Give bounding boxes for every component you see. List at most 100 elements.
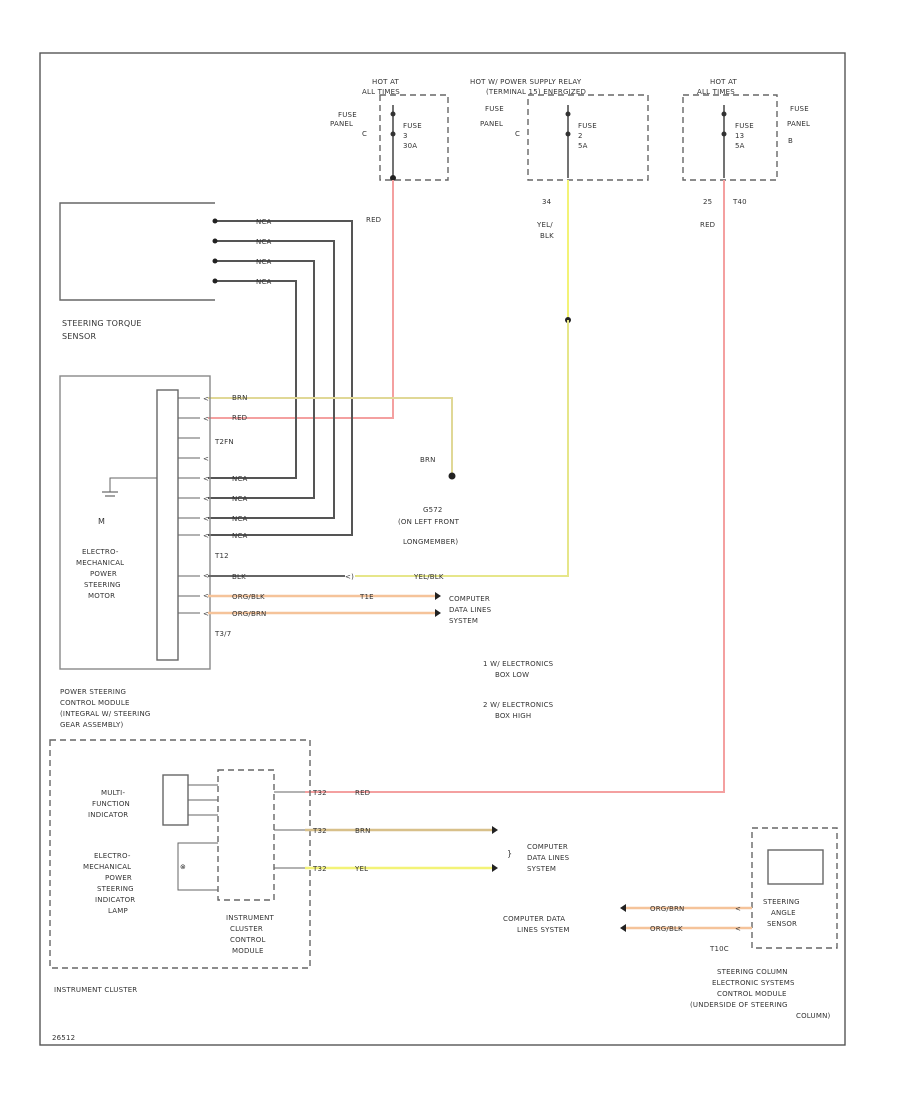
lamp-label-2: MECHANICAL	[83, 863, 131, 871]
svg-text:<: <	[203, 395, 209, 403]
hot-label-1: HOT AT	[372, 78, 400, 86]
fuse-mid-3: 5A	[578, 142, 588, 150]
hot-right-1: HOT AT	[710, 78, 738, 86]
wire-red-30a	[208, 180, 394, 419]
fuse-right-2: 13	[735, 132, 744, 140]
note-2-a: 2 W/ ELECTRONICS	[483, 701, 554, 709]
motor-label-4: STEERING	[84, 581, 121, 589]
nca-3: NCA	[256, 258, 272, 266]
mfi-label-1: MULTI-	[101, 789, 125, 797]
sas-label-1: STEERING	[763, 898, 800, 906]
motor-wire-orgbrn: ORG/BRN	[232, 610, 266, 618]
note-2-b: BOX HIGH	[495, 712, 531, 720]
fuse-label-1: FUSE	[403, 122, 422, 130]
scm-label-4: (UNDERSIDE OF STEERING	[690, 1001, 788, 1009]
hot-mid-2: (TERMINAL 15) ENERGIZED	[486, 88, 586, 96]
data-lines-2-b: DATA LINES	[527, 854, 570, 862]
scm-label-5: COLUMN)	[796, 1012, 831, 1020]
svg-text:<: <	[203, 415, 209, 423]
scm-label-3: CONTROL MODULE	[717, 990, 787, 998]
pscm-label-4: GEAR ASSEMBLY)	[60, 721, 124, 729]
sas-wire-2: ORG/BLK	[650, 925, 683, 933]
pin-34: 34	[542, 198, 552, 206]
fuse-panel-c-left: HOT AT ALL TIMES FUSE PANEL C FUSE 3 30A	[330, 78, 449, 181]
cluster-control-module-box	[217, 769, 275, 901]
wire-red-5a	[305, 180, 725, 793]
svg-text:⊗: ⊗	[180, 863, 186, 871]
panel-right-2: PANEL	[787, 120, 810, 128]
diagram-frame	[39, 52, 846, 1046]
sas-wire-1: ORG/BRN	[650, 905, 684, 913]
motor-nca-3: NCA	[232, 515, 248, 523]
panel-right-1: FUSE	[790, 105, 809, 113]
cluster-pin-3: T32	[312, 865, 327, 873]
fuse-mid-1: FUSE	[578, 122, 597, 130]
motor-t1e: T1E	[359, 593, 374, 601]
panel-mid-2: PANEL	[480, 120, 503, 128]
cluster-wire-yel: YEL	[354, 865, 368, 873]
ctrl-label-3: CONTROL	[230, 936, 266, 944]
fuse-panel-b-right: HOT AT ALL TIMES FUSE PANEL B FUSE 13 5A…	[682, 78, 810, 229]
hot-right-2: ALL TIMES	[697, 88, 735, 96]
motor-wire-blk: BLK	[232, 573, 246, 581]
ctrl-label-4: MODULE	[232, 947, 264, 955]
svg-text:<: <	[203, 592, 209, 600]
motor-label-3: POWER	[90, 570, 117, 578]
conn-t10c: T10C	[709, 945, 729, 953]
steering-column-module-box	[751, 827, 838, 949]
note-1-a: 1 W/ ELECTRONICS	[483, 660, 554, 668]
brace-icon: }	[507, 849, 512, 858]
motor-connector-strip	[156, 389, 179, 661]
ground-label-3: LONGMEMBER)	[403, 538, 458, 546]
svg-text:<: <	[203, 475, 209, 483]
wire-red-right: RED	[700, 221, 715, 229]
svg-text:<: <	[735, 925, 741, 933]
hot-label-2: ALL TIMES	[362, 88, 400, 96]
svg-text:<: <	[203, 495, 209, 503]
cluster-wire-brn: BRN	[355, 827, 371, 835]
cluster-pin-2: T32	[312, 827, 327, 835]
mfi-label-3: INDICATOR	[88, 811, 128, 819]
ground-point	[448, 472, 456, 480]
lamp-label-6: LAMP	[108, 907, 128, 915]
note-1-b: BOX LOW	[495, 671, 529, 679]
panel-mid-1: FUSE	[485, 105, 504, 113]
svg-text:<: <	[203, 515, 209, 523]
data-lines-1-c: SYSTEM	[449, 617, 478, 625]
motor-nca-4: NCA	[232, 532, 248, 540]
data-lines-2-c: SYSTEM	[527, 865, 556, 873]
torque-sensor-wires: NCA NCA NCA NCA	[208, 218, 353, 536]
inline-connector: <)	[345, 573, 354, 581]
svg-text:<: <	[203, 572, 209, 580]
nca-2: NCA	[256, 238, 272, 246]
sas-label-3: SENSOR	[767, 920, 797, 928]
motor-label-1: ELECTRO-	[82, 548, 119, 556]
cluster-internal-wires: ⊗	[177, 784, 305, 891]
lamp-label-5: INDICATOR	[95, 896, 135, 904]
conn-t12: T12	[214, 552, 229, 560]
conn-t2fn: T2FN	[214, 438, 234, 446]
multi-function-indicator-box	[162, 774, 189, 826]
doc-id: 26512	[52, 1034, 75, 1042]
torque-sensor-label-2: SENSOR	[62, 332, 96, 341]
wire-yel-2: BLK	[540, 232, 554, 240]
pscm-label-3: (INTEGRAL W/ STEERING	[60, 710, 151, 718]
splice-dot	[390, 175, 396, 181]
svg-text:<: <	[735, 905, 741, 913]
ctrl-label-1: INSTRUMENT	[226, 914, 275, 922]
fuse-box-mid	[527, 94, 649, 181]
data-lines-1-b: DATA LINES	[449, 606, 492, 614]
sas-label-2: ANGLE	[771, 909, 796, 917]
wire-brn-ground	[208, 397, 453, 476]
fuse-mid-2: 2	[578, 132, 583, 140]
motor-ground-icon: M	[98, 477, 157, 526]
motor-label-5: MOTOR	[88, 592, 115, 600]
motor-pins: < < < < < < < < < <	[178, 395, 209, 618]
motor-wire-orgblk: ORG/BLK	[232, 593, 265, 601]
steering-angle-sensor-box	[767, 849, 824, 885]
ctrl-label-2: CLUSTER	[230, 925, 263, 933]
torque-sensor-box	[59, 202, 215, 301]
lamp-label-1: ELECTRO-	[94, 852, 131, 860]
wire-yel-1: YEL/	[536, 221, 553, 229]
